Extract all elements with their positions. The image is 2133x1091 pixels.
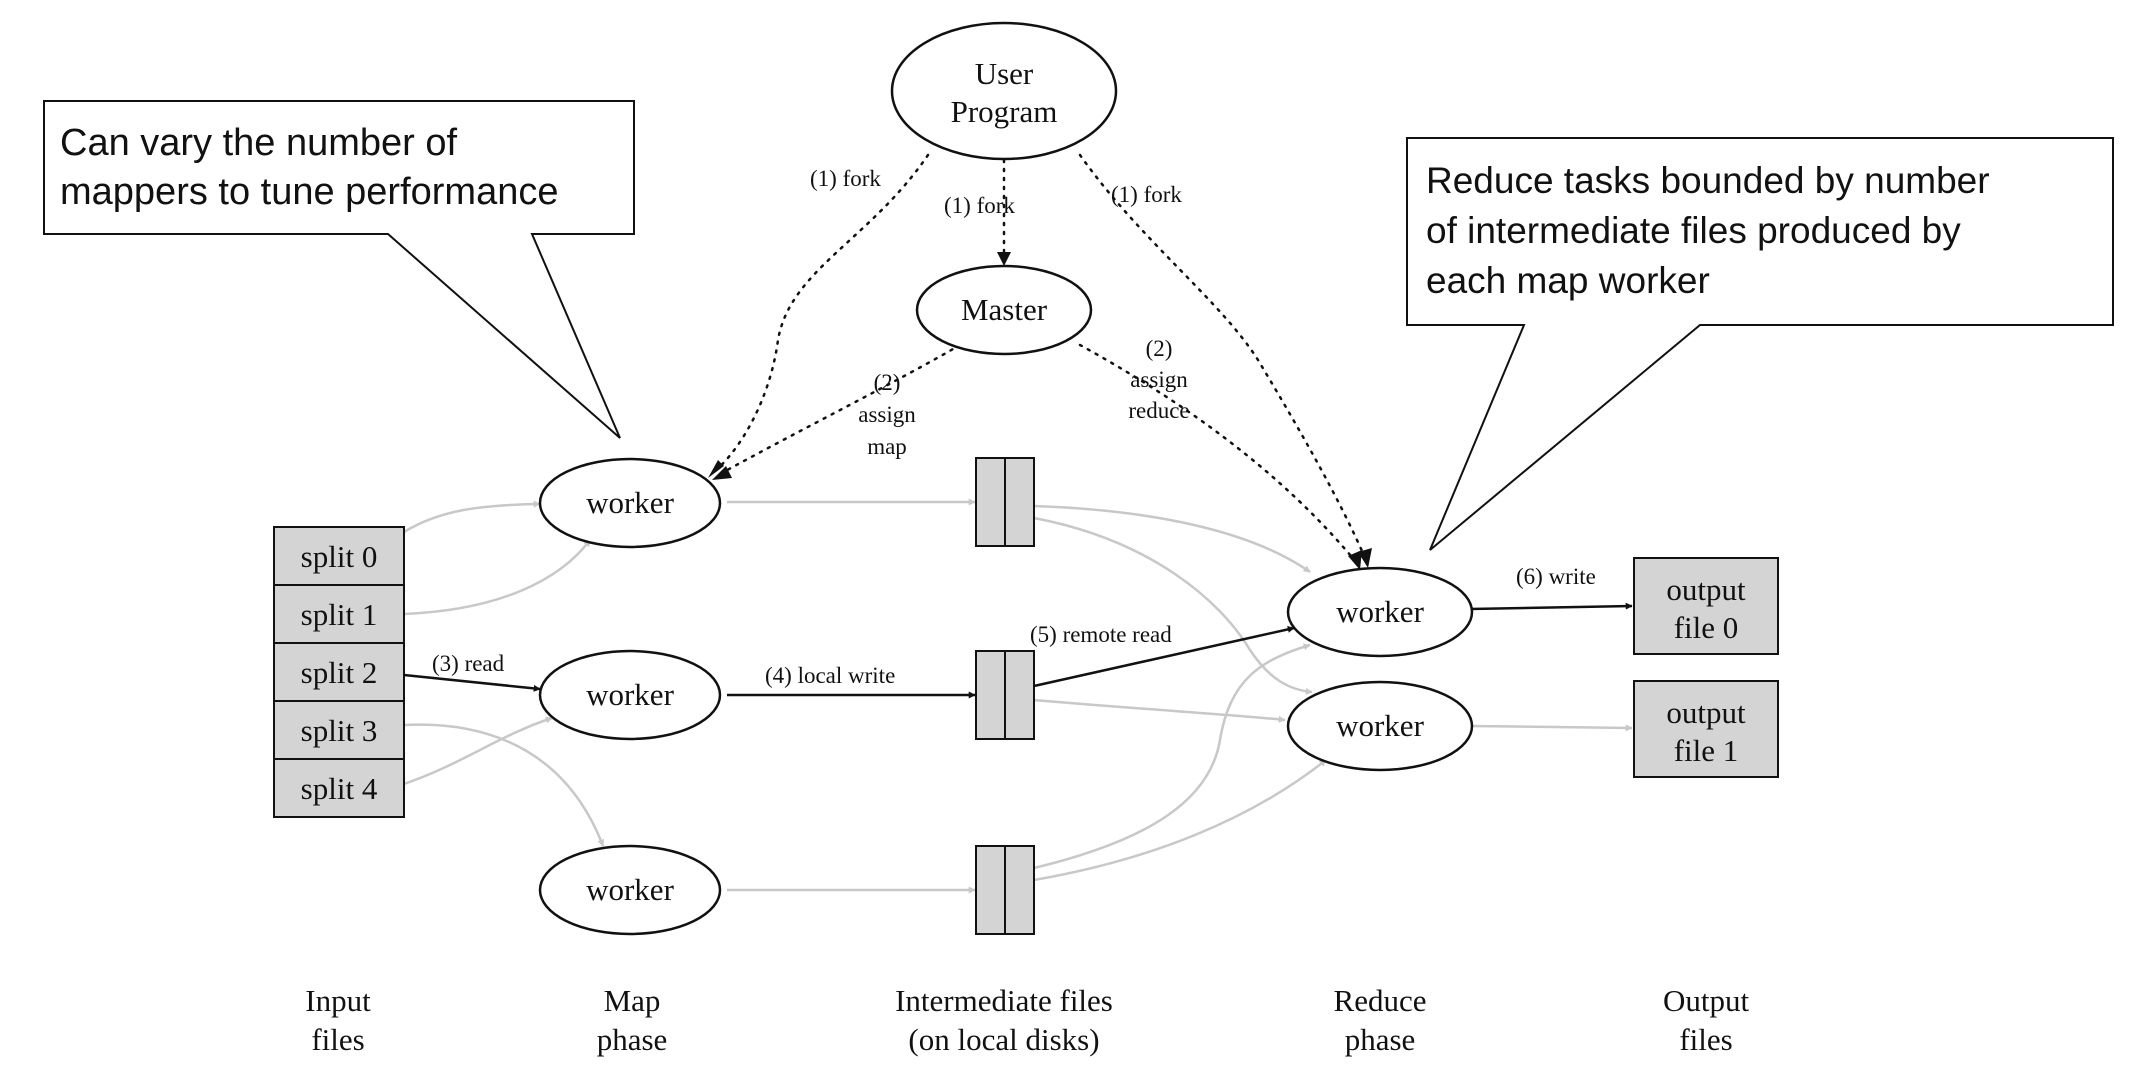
callout-reducers: Reduce tasks bounded by number of interm… [1406, 137, 2114, 551]
callout-mappers: Can vary the number of mappers to tune p… [43, 100, 635, 439]
phase-map-line-2: phase [597, 1022, 668, 1057]
output-file-1: output file 1 [1633, 680, 1779, 778]
read-label: (3) read [432, 651, 505, 676]
map-worker-2: worker [538, 649, 722, 741]
map-worker-2-label: worker [586, 677, 674, 712]
phase-map-line-1: Map [604, 983, 661, 1018]
input-splits: split 0 split 1 split 2 split 3 split 4 [273, 526, 405, 818]
fork-arrowhead-map [708, 460, 724, 478]
split-0-label: split 0 [301, 539, 378, 574]
output-file-0-label-line-2: file 0 [1674, 610, 1739, 645]
fork-right-label: (1) fork [1111, 182, 1182, 207]
assign-map-label-line-1: (2) [874, 370, 901, 395]
phase-reduce-line-1: Reduce [1334, 983, 1427, 1018]
assign-reduce-label-line-1: (2) [1146, 336, 1173, 361]
split-1-label: split 1 [301, 597, 378, 632]
output-file-1-label-line-2: file 1 [1674, 733, 1739, 768]
output-file-1-label-line-1: output [1666, 695, 1746, 730]
assign-map-arrowhead [712, 466, 732, 480]
assign-reduce-label-line-3: reduce [1128, 398, 1189, 423]
phase-output-line-1: Output [1663, 983, 1750, 1018]
split0-to-worker1-edge [403, 500, 541, 534]
phase-labels: Input files Map phase Intermediate files… [305, 983, 1749, 1057]
callout-reducers-line-3: each map worker [1426, 260, 1710, 301]
user-program-label-line-2: Program [951, 94, 1058, 129]
output-file-0-label-line-1: output [1666, 572, 1746, 607]
edge-labels: (1) fork (1) fork (1) fork (2) assign ma… [432, 166, 1596, 688]
fork-arrowhead-master [997, 252, 1011, 266]
local-write-label: (4) local write [765, 663, 895, 688]
reduce2-to-output1-edge [1469, 724, 1633, 732]
split-2-box [273, 642, 405, 702]
split-2-label: split 2 [301, 655, 378, 690]
data-edges-gray [403, 498, 1633, 894]
fork-left-label: (1) fork [810, 166, 881, 191]
output-file-0: output file 0 [1633, 557, 1779, 655]
intermediate-file-2 [975, 650, 1035, 740]
user-program-node: User Program [890, 21, 1118, 161]
split-4-label: split 4 [301, 771, 378, 806]
reduce-worker-1-label: worker [1336, 594, 1424, 629]
phase-intermediate-line-1: Intermediate files [895, 983, 1113, 1018]
read-edge [403, 673, 541, 692]
map-worker-1-label: worker [586, 485, 674, 520]
user-program-label-line-1: User [975, 56, 1034, 91]
phase-output-line-2: files [1679, 1022, 1732, 1057]
remote-read-label: (5) remote read [1030, 622, 1172, 647]
write-edge [1469, 602, 1633, 611]
inter1-to-reduce1-edge [1033, 504, 1311, 574]
intermediate-file-3 [975, 845, 1035, 935]
assign-reduce-label-line-2: assign [1130, 367, 1188, 392]
split-3-label: split 3 [301, 713, 378, 748]
map-worker-3: worker [538, 844, 722, 936]
assign-map-label-line-3: map [867, 434, 907, 459]
map-worker-1: worker [538, 457, 722, 549]
phase-input-line-1: Input [305, 983, 371, 1018]
split-4-box [273, 758, 405, 818]
data-edges-black [403, 602, 1633, 699]
reduce-worker-1: worker [1286, 566, 1474, 658]
callout-reducers-line-1: Reduce tasks bounded by number [1426, 160, 1990, 201]
split-3-box [273, 700, 405, 760]
reduce-worker-2-label: worker [1336, 708, 1424, 743]
callout-mappers-line-1: Can vary the number of [60, 122, 458, 164]
phase-intermediate-line-2: (on local disks) [908, 1022, 1099, 1057]
inter2-to-reduce2-edge [1033, 698, 1286, 723]
split1-to-worker1-edge [403, 539, 591, 616]
phase-reduce-line-2: phase [1345, 1022, 1416, 1057]
assign-reduce-edge [1078, 343, 1358, 564]
inter1-to-reduce2-edge [1033, 516, 1313, 695]
remote-read-edge [1033, 625, 1295, 688]
master-label: Master [961, 292, 1048, 327]
reduce-worker-2: worker [1286, 680, 1474, 772]
map-worker-3-label: worker [586, 872, 674, 907]
assign-map-edge [718, 343, 962, 476]
split3-to-worker3-edge [403, 723, 605, 847]
assign-map-label-line-2: assign [858, 402, 916, 427]
phase-input-line-2: files [311, 1022, 364, 1057]
fork-edge-to-reduce-worker [1078, 153, 1368, 562]
control-edges [708, 153, 1372, 570]
callout-mappers-line-2: mappers to tune performance [60, 171, 559, 213]
intermediate-file-1 [975, 457, 1035, 547]
callout-reducers-line-2: of intermediate files produced by [1426, 210, 1961, 251]
master-node: Master [915, 264, 1093, 356]
inter3-to-reduce1-edge [1033, 643, 1311, 870]
split4-to-worker2-edge [403, 716, 553, 786]
inter3-to-reduce2-edge [1033, 759, 1327, 882]
write-label: (6) write [1516, 564, 1596, 589]
assign-reduce-arrowhead [1348, 550, 1362, 570]
fork-center-label: (1) fork [944, 193, 1015, 218]
split-0-box [273, 526, 405, 586]
